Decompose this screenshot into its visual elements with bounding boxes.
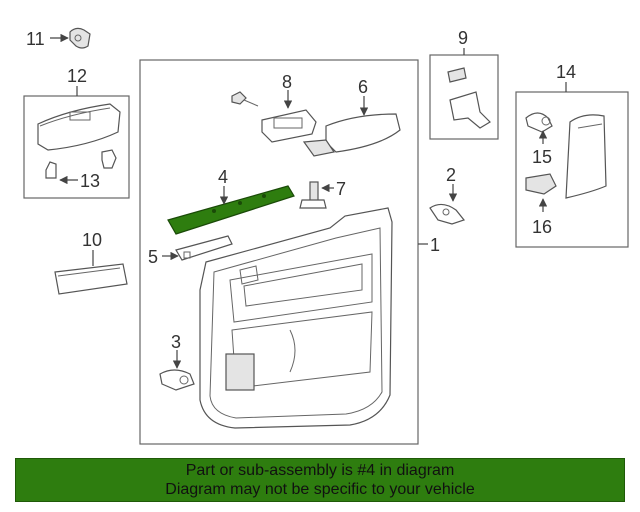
callout-4[interactable]: 4 <box>218 167 228 187</box>
callout-10[interactable]: 10 <box>82 230 102 250</box>
callout-1[interactable]: 1 <box>430 235 440 255</box>
part-14-trim <box>565 114 607 199</box>
part-12-bezel <box>37 103 121 151</box>
callout-9[interactable]: 9 <box>458 28 468 48</box>
callout-6[interactable]: 6 <box>358 77 368 97</box>
part-4-highlight[interactable] <box>167 185 295 235</box>
part-info-banner: Part or sub-assembly is #4 in diagram Di… <box>15 458 625 502</box>
callout-12[interactable]: 12 <box>67 66 87 86</box>
part-5-bracket <box>175 235 233 261</box>
callout-13[interactable]: 13 <box>80 171 100 191</box>
callout-16[interactable]: 16 <box>532 217 552 237</box>
door-trim-panel <box>199 207 393 429</box>
part-10-pad <box>54 263 128 295</box>
callout-11[interactable]: 11 <box>26 29 45 49</box>
part-8-bracket <box>261 109 317 143</box>
part-6-cover <box>302 113 401 157</box>
callout-14[interactable]: 14 <box>556 62 576 82</box>
callout-5[interactable]: 5 <box>148 247 158 267</box>
part-3-clip <box>159 369 195 391</box>
part-4-weatherstrip[interactable] <box>167 185 295 235</box>
part-2-clip <box>429 203 466 225</box>
callout-2[interactable]: 2 <box>446 165 456 185</box>
banner-line-2: Diagram may not be specific to your vehi… <box>165 481 475 498</box>
part-7-bolt <box>299 181 327 209</box>
part-13-clips <box>45 149 117 179</box>
callout-15[interactable]: 15 <box>532 147 552 167</box>
bolt-upper <box>231 91 259 107</box>
callout-8[interactable]: 8 <box>282 72 292 92</box>
part-16-bracket <box>525 173 557 195</box>
part-9-bracket <box>447 67 491 129</box>
banner-line-1: Part or sub-assembly is #4 in diagram <box>185 462 455 479</box>
callout-3[interactable]: 3 <box>171 332 181 352</box>
part-11-clip <box>69 27 91 49</box>
callout-7[interactable]: 7 <box>336 179 346 199</box>
part-15-clip <box>525 112 553 133</box>
